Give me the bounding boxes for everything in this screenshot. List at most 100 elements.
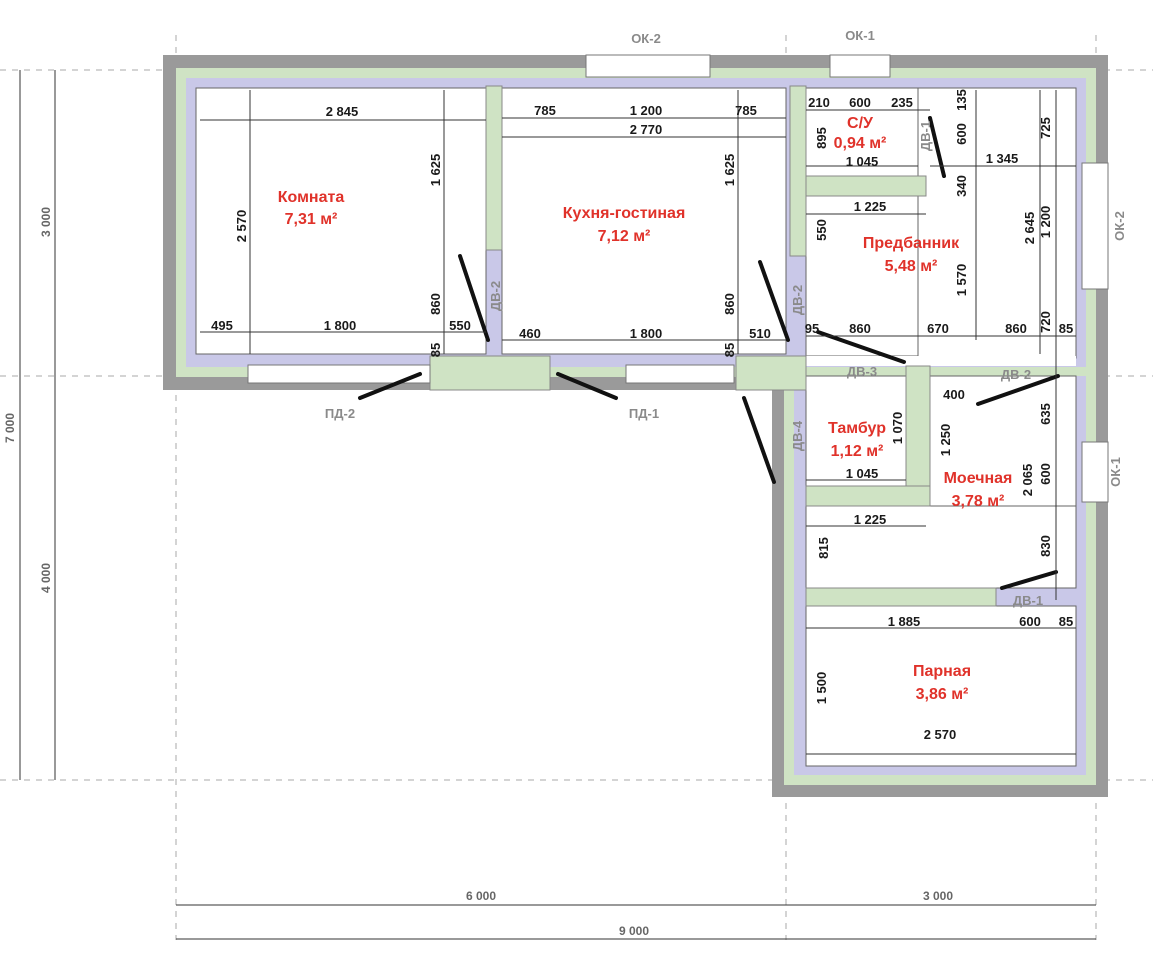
dim-text: 85 (722, 343, 737, 357)
door-dv3 (816, 330, 906, 364)
opening-labels: ОК-2 ОК-1 ОК-2 ОК-1 ПД-2 ПД-1 ДВ-2 ДВ-2 … (325, 28, 1127, 608)
room-su-name: С/У (847, 115, 874, 132)
dim-text: 1 200 (1038, 206, 1053, 239)
dim-text: 460 (519, 326, 541, 341)
door-pd2 (358, 372, 422, 400)
room-labels: Комната 7,31 м² Кухня-гостиная 7,12 м² С… (278, 115, 1013, 703)
dim-text: 85 (1059, 321, 1073, 336)
dim-text: 635 (1038, 403, 1053, 425)
dim-text: 720 (1038, 311, 1053, 333)
label-pd2: ПД-2 (325, 406, 355, 421)
dim-text: 1 800 (630, 326, 663, 341)
door-dv4 (742, 396, 776, 484)
dim-text: 1 570 (954, 264, 969, 297)
dim-text: 860 (849, 321, 871, 336)
door-dv2-c (976, 374, 1060, 406)
dim-text: 1 250 (938, 424, 953, 457)
dim-text: 1 045 (846, 466, 879, 481)
room-moechnaya-name: Моечная (944, 470, 1013, 487)
dim-text: 1 225 (854, 512, 887, 527)
dim-text: 1 045 (846, 154, 879, 169)
dim-text: 3 000 (39, 207, 53, 237)
dim-text: 860 (722, 293, 737, 315)
dim-text: 830 (1038, 535, 1053, 557)
dim-text: 340 (954, 175, 969, 197)
dim-text: 510 (749, 326, 771, 341)
label-dv2-a: ДВ-2 (488, 281, 503, 311)
dim-text: 95 (805, 321, 819, 336)
dim-text: 860 (1005, 321, 1027, 336)
door-swings (358, 116, 1060, 590)
door-dv1-b (1000, 570, 1058, 590)
window-bottom-mid (625, 364, 735, 384)
dim-text: 600 (1038, 463, 1053, 485)
room-tambur-name: Тамбур (828, 420, 886, 437)
label-dv3: ДВ-3 (847, 364, 877, 379)
dim-text: 670 (927, 321, 949, 336)
dim-text: 7 000 (3, 413, 17, 443)
label-ok1-top: ОК-1 (845, 28, 875, 43)
dimension-lines (19, 70, 1096, 940)
dim-text: 2 845 (326, 104, 359, 119)
room-parnaya-area: 3,86 м² (916, 686, 969, 703)
dim-text: 2 570 (924, 727, 957, 742)
dim-text: 600 (954, 123, 969, 145)
label-dv1-b: ДВ-1 (1013, 593, 1043, 608)
label-ok2-top: ОК-2 (631, 31, 661, 46)
door-pd1 (556, 372, 618, 400)
room-parnaya-name: Парная (913, 663, 971, 680)
dim-text: 815 (816, 537, 831, 559)
dim-text: 600 (1019, 614, 1041, 629)
dim-text: 2 645 (1022, 212, 1037, 245)
label-dv1-a: ДВ-1 (918, 121, 933, 151)
dimension-labels: 2 845 785 1 200 785 2 770 210 600 235 13… (3, 89, 1073, 938)
dim-text: 495 (211, 318, 233, 333)
room-komnata-name: Комната (278, 189, 345, 206)
label-ok1-right: ОК-1 (1108, 457, 1123, 487)
room-su-area: 0,94 м² (834, 135, 887, 152)
dim-text: 1 625 (722, 154, 737, 187)
room-komnata-area: 7,31 м² (285, 211, 338, 228)
dim-text: 785 (534, 103, 556, 118)
dim-text: 2 570 (234, 210, 249, 243)
exterior-walls (163, 55, 1108, 797)
label-dv4: ДВ-4 (790, 420, 805, 451)
dim-text: 600 (849, 95, 871, 110)
room-kukhnya-area: 7,12 м² (598, 228, 651, 245)
room-moechnaya-area: 3,78 м² (952, 493, 1005, 510)
dim-text: 550 (449, 318, 471, 333)
dim-text: 85 (1059, 614, 1073, 629)
dim-text: 1 345 (986, 151, 1019, 166)
dim-text: 85 (428, 343, 443, 357)
dim-text: 1 800 (324, 318, 357, 333)
windows (247, 54, 1109, 503)
dim-text: 135 (954, 89, 969, 111)
dim-text: 210 (808, 95, 830, 110)
dim-text: 1 500 (814, 672, 829, 705)
window-ok1-right (1081, 441, 1109, 503)
dim-text: 550 (814, 219, 829, 241)
door-dv2-a (458, 254, 490, 342)
window-ok2-right (1081, 162, 1109, 290)
window-ok2-top (585, 54, 711, 78)
dim-text: 1 625 (428, 154, 443, 187)
dim-text: 400 (943, 387, 965, 402)
dim-text: 1 200 (630, 103, 663, 118)
room-kukhnya-name: Кухня-гостиная (563, 205, 686, 222)
label-ok2-right: ОК-2 (1112, 211, 1127, 241)
dim-text: 2 065 (1020, 464, 1035, 497)
dim-text: 785 (735, 103, 757, 118)
dim-text: 860 (428, 293, 443, 315)
label-pd1: ПД-1 (629, 406, 659, 421)
dim-text: 4 000 (39, 563, 53, 593)
dim-text: 725 (1038, 117, 1053, 139)
dim-text: 1 885 (888, 614, 921, 629)
dim-text: 895 (814, 127, 829, 149)
label-dv2-b: ДВ-2 (790, 285, 805, 315)
window-bottom-left (247, 364, 431, 384)
dim-text: 2 770 (630, 122, 663, 137)
dim-text: 3 000 (923, 889, 953, 903)
dim-text: 9 000 (619, 924, 649, 938)
room-tambur-area: 1,12 м² (831, 443, 884, 460)
